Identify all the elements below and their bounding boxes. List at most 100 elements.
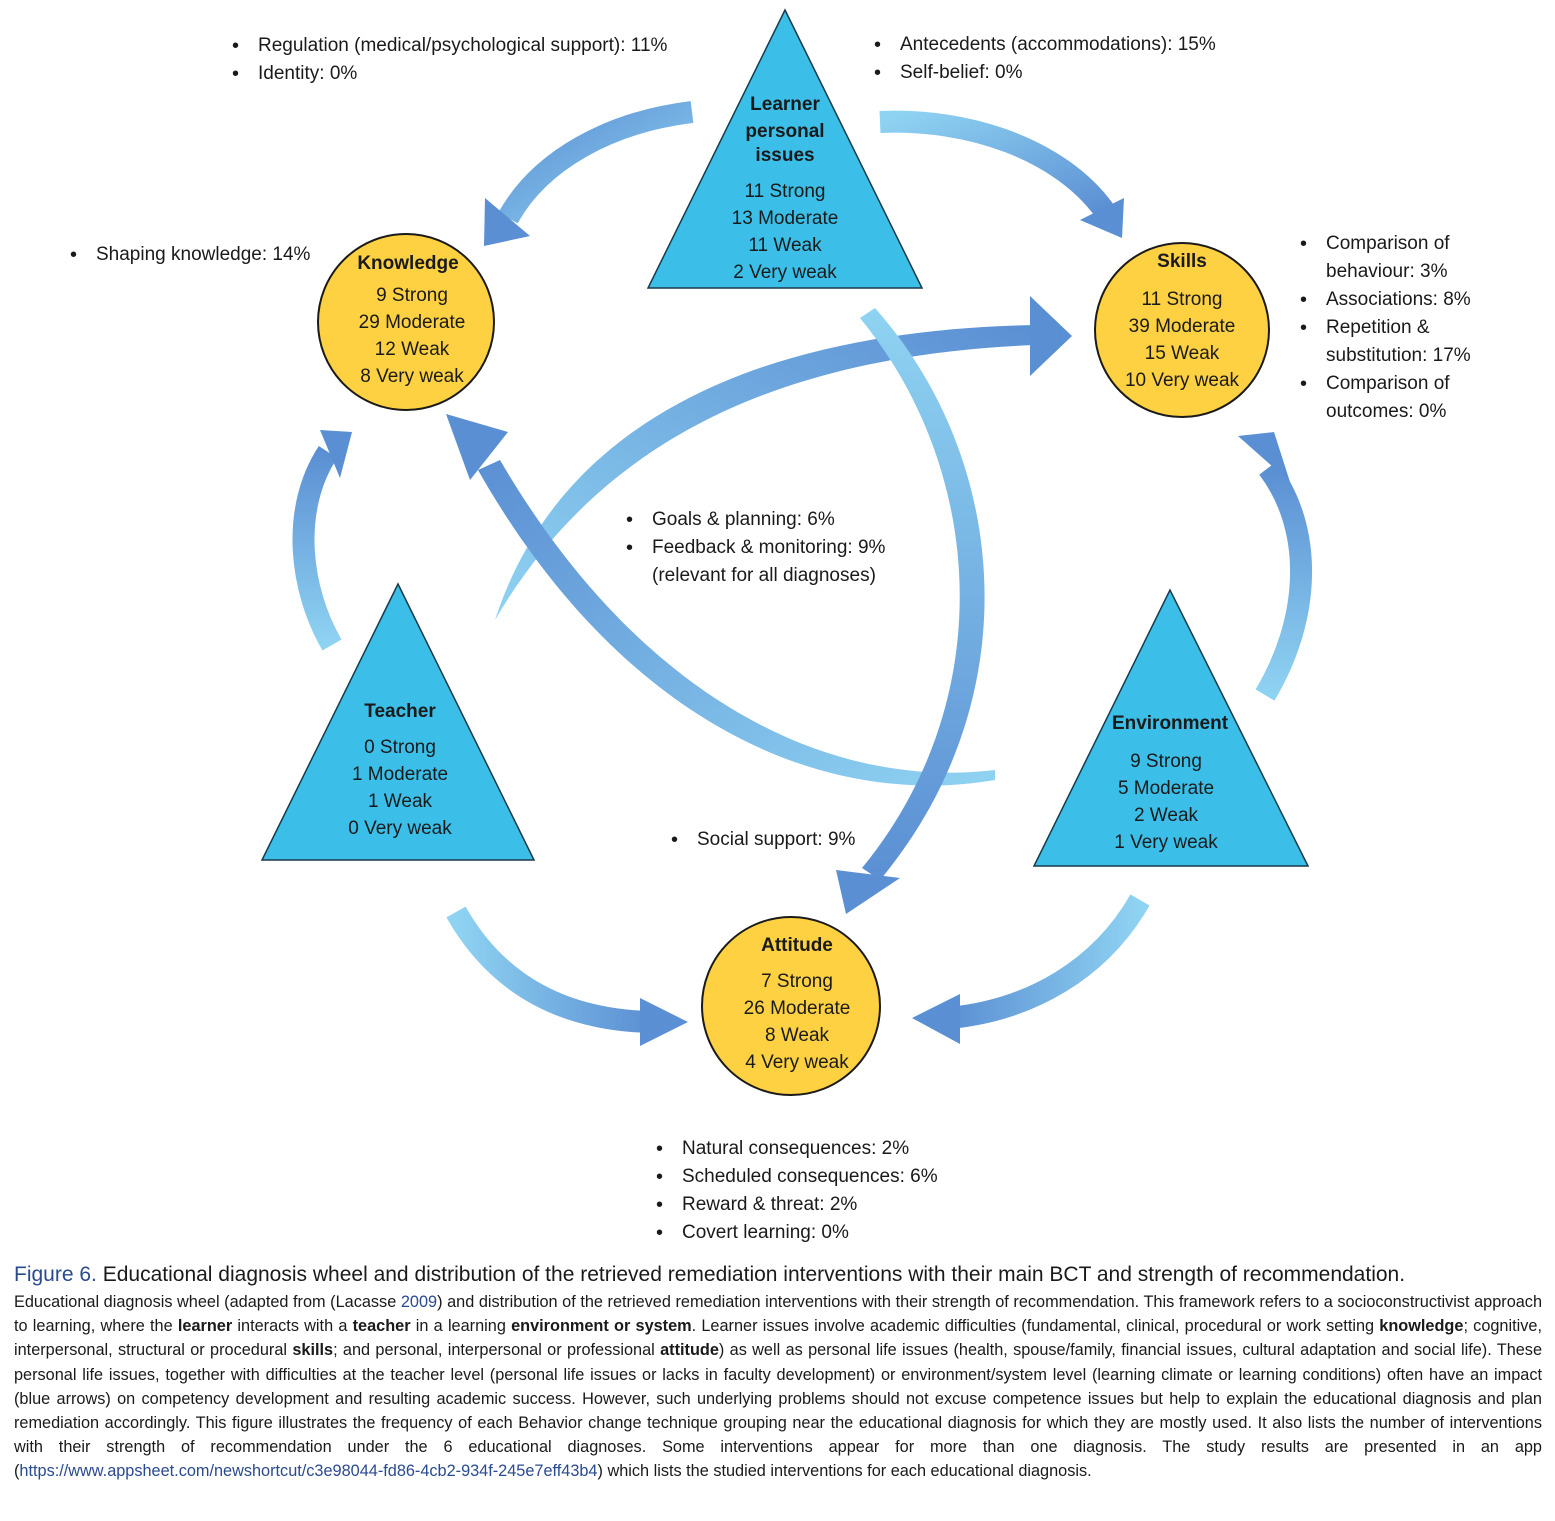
caption-label: Figure 6. bbox=[14, 1263, 97, 1286]
list-item: Antecedents (accommodations): 15% bbox=[870, 31, 1216, 59]
knowledge-moderate: 29 Moderate bbox=[359, 312, 466, 333]
list-item: Covert learning: 0% bbox=[652, 1219, 938, 1247]
diagnosis-wheel: Learner personal issues 11 Strong 13 Mod… bbox=[260, 8, 1312, 1096]
caption-title: Figure 6. Educational diagnosis wheel an… bbox=[14, 1262, 1542, 1288]
environment-triangle bbox=[1032, 588, 1310, 867]
list-item: Reward & threat: 2% bbox=[652, 1191, 938, 1219]
knowledge-weak: 12 Weak bbox=[375, 339, 450, 360]
teacher-title: Teacher bbox=[364, 701, 436, 722]
caption-bold: skills bbox=[292, 1341, 334, 1360]
list-item: Natural consequences: 2% bbox=[652, 1135, 938, 1163]
arrow-environment-to-attitude bbox=[912, 894, 1150, 1044]
list-item: Identity: 0% bbox=[228, 60, 667, 88]
learner-title-1: Learner bbox=[750, 94, 820, 115]
bct-list-knowledge: Shaping knowledge: 14% bbox=[66, 241, 310, 269]
attitude-strong: 7 Strong bbox=[761, 971, 833, 992]
app-url-link[interactable]: https://www.appsheet.com/newshortcut/c3e… bbox=[19, 1462, 598, 1481]
attitude-circle bbox=[701, 916, 881, 1096]
learner-weak: 11 Weak bbox=[748, 235, 822, 256]
learner-strong: 11 Strong bbox=[745, 181, 826, 202]
arrow-teacher-to-attitude bbox=[446, 906, 688, 1046]
learner-very-weak: 2 Very weak bbox=[733, 262, 837, 283]
skills-very-weak: 10 Very weak bbox=[1125, 370, 1240, 391]
list-item: Comparison of bbox=[1296, 230, 1471, 258]
attitude-title: Attitude bbox=[761, 935, 833, 956]
caption-text: in a learning bbox=[410, 1317, 512, 1336]
list-item: Self-belief: 0% bbox=[870, 59, 1216, 87]
environment-weak: 2 Weak bbox=[1134, 805, 1199, 826]
caption-bold: teacher bbox=[352, 1317, 411, 1336]
teacher-moderate: 1 Moderate bbox=[352, 764, 448, 785]
arrow-environment-to-skills bbox=[1238, 432, 1312, 701]
knowledge-labels: Knowledge 9 Strong 29 Moderate 12 Weak 8… bbox=[357, 253, 465, 387]
list-item: Shaping knowledge: 14% bbox=[66, 241, 310, 269]
skills-weak: 15 Weak bbox=[1145, 343, 1220, 364]
knowledge-very-weak: 8 Very weak bbox=[360, 366, 464, 387]
list-item: Feedback & monitoring: 9% bbox=[622, 534, 885, 562]
arrow-center-to-skills bbox=[495, 296, 1072, 620]
caption-bold: environment or system bbox=[511, 1317, 692, 1336]
environment-labels: Environment 9 Strong 5 Moderate 2 Weak 1… bbox=[1112, 713, 1229, 853]
bct-list-center: Goals & planning: 6% Feedback & monitori… bbox=[622, 506, 885, 590]
caption-text: . Learner issues involve academic diffic… bbox=[691, 1317, 1380, 1336]
list-item: Comparison of bbox=[1296, 370, 1471, 398]
skills-labels: Skills 11 Strong 39 Moderate 15 Weak 10 … bbox=[1125, 251, 1240, 391]
arrow-teacher-to-knowledge bbox=[292, 430, 352, 651]
caption-text: ; cognitive, interpersonal, structural o… bbox=[14, 1317, 1542, 1360]
skills-strong: 11 Strong bbox=[1142, 289, 1223, 310]
learner-labels: Learner personal issues 11 Strong 13 Mod… bbox=[732, 94, 839, 283]
knowledge-title: Knowledge bbox=[357, 253, 458, 274]
knowledge-circle bbox=[317, 233, 495, 411]
learner-moderate: 13 Moderate bbox=[732, 208, 839, 229]
environment-strong: 9 Strong bbox=[1130, 751, 1202, 772]
list-item: Associations: 8% bbox=[1296, 286, 1471, 314]
bct-list-learner-right: Antecedents (accommodations): 15% Self-b… bbox=[870, 31, 1216, 87]
environment-very-weak: 1 Very weak bbox=[1114, 832, 1218, 853]
list-item: Regulation (medical/psychological suppor… bbox=[228, 32, 667, 60]
list-item-continued: outcomes: 0% bbox=[1326, 401, 1447, 422]
attitude-moderate: 26 Moderate bbox=[744, 998, 851, 1019]
caption-title-text: Educational diagnosis wheel and distribu… bbox=[102, 1263, 1406, 1286]
list-item: Scheduled consequences: 6% bbox=[652, 1163, 938, 1191]
learner-title-2: personal bbox=[745, 121, 824, 142]
caption-text: ) which lists the studied interventions … bbox=[597, 1462, 1092, 1481]
teacher-weak: 1 Weak bbox=[368, 791, 433, 812]
caption-bold: attitude bbox=[660, 1341, 719, 1360]
caption-bold: knowledge bbox=[1379, 1317, 1464, 1336]
learner-triangle bbox=[646, 8, 924, 289]
caption-bold: learner bbox=[177, 1317, 233, 1336]
attitude-weak: 8 Weak bbox=[765, 1025, 830, 1046]
attitude-very-weak: 4 Very weak bbox=[745, 1052, 849, 1073]
skills-moderate: 39 Moderate bbox=[1129, 316, 1236, 337]
arrow-learner-to-skills bbox=[879, 110, 1124, 238]
list-item: Social support: 9% bbox=[667, 826, 855, 854]
bct-list-social: Social support: 9% bbox=[667, 826, 855, 854]
list-item-continued: substitution: 17% bbox=[1326, 345, 1471, 366]
list-item-continued: behaviour: 3% bbox=[1326, 261, 1448, 282]
bct-list-attitude: Natural consequences: 2% Scheduled conse… bbox=[652, 1135, 938, 1247]
caption-text: interacts with a bbox=[232, 1317, 353, 1336]
citation-link[interactable]: 2009 bbox=[400, 1293, 438, 1311]
arrow-center-to-attitude bbox=[836, 308, 985, 914]
teacher-triangle bbox=[260, 582, 536, 861]
teacher-very-weak: 0 Very weak bbox=[348, 818, 452, 839]
knowledge-strong: 9 Strong bbox=[376, 285, 448, 306]
bct-list-skills: Comparison of behaviour: 3% Associations… bbox=[1296, 230, 1471, 426]
list-item: Goals & planning: 6% bbox=[622, 506, 885, 534]
teacher-labels: Teacher 0 Strong 1 Moderate 1 Weak 0 Ver… bbox=[348, 701, 452, 839]
bct-list-learner-left: Regulation (medical/psychological suppor… bbox=[228, 32, 667, 88]
attitude-labels: Attitude 7 Strong 26 Moderate 8 Weak 4 V… bbox=[744, 935, 851, 1073]
skills-circle bbox=[1094, 242, 1270, 418]
arrow-learner-to-knowledge bbox=[484, 101, 694, 246]
skills-title: Skills bbox=[1157, 251, 1207, 272]
learner-title-3: issues bbox=[755, 145, 814, 166]
figure-caption: Figure 6. Educational diagnosis wheel an… bbox=[14, 1262, 1542, 1484]
caption-text: ) as well as personal life issues (healt… bbox=[14, 1341, 1543, 1481]
teacher-strong: 0 Strong bbox=[364, 737, 436, 758]
caption-text: ) and distribution of the retrieved reme… bbox=[14, 1293, 1542, 1336]
caption-body: Educational diagnosis wheel (adapted fro… bbox=[14, 1290, 1542, 1484]
environment-moderate: 5 Moderate bbox=[1118, 778, 1214, 799]
list-item-continued: (relevant for all diagnoses) bbox=[652, 565, 876, 586]
environment-title: Environment bbox=[1112, 713, 1229, 734]
caption-text: ; and personal, interpersonal or profess… bbox=[333, 1341, 661, 1360]
